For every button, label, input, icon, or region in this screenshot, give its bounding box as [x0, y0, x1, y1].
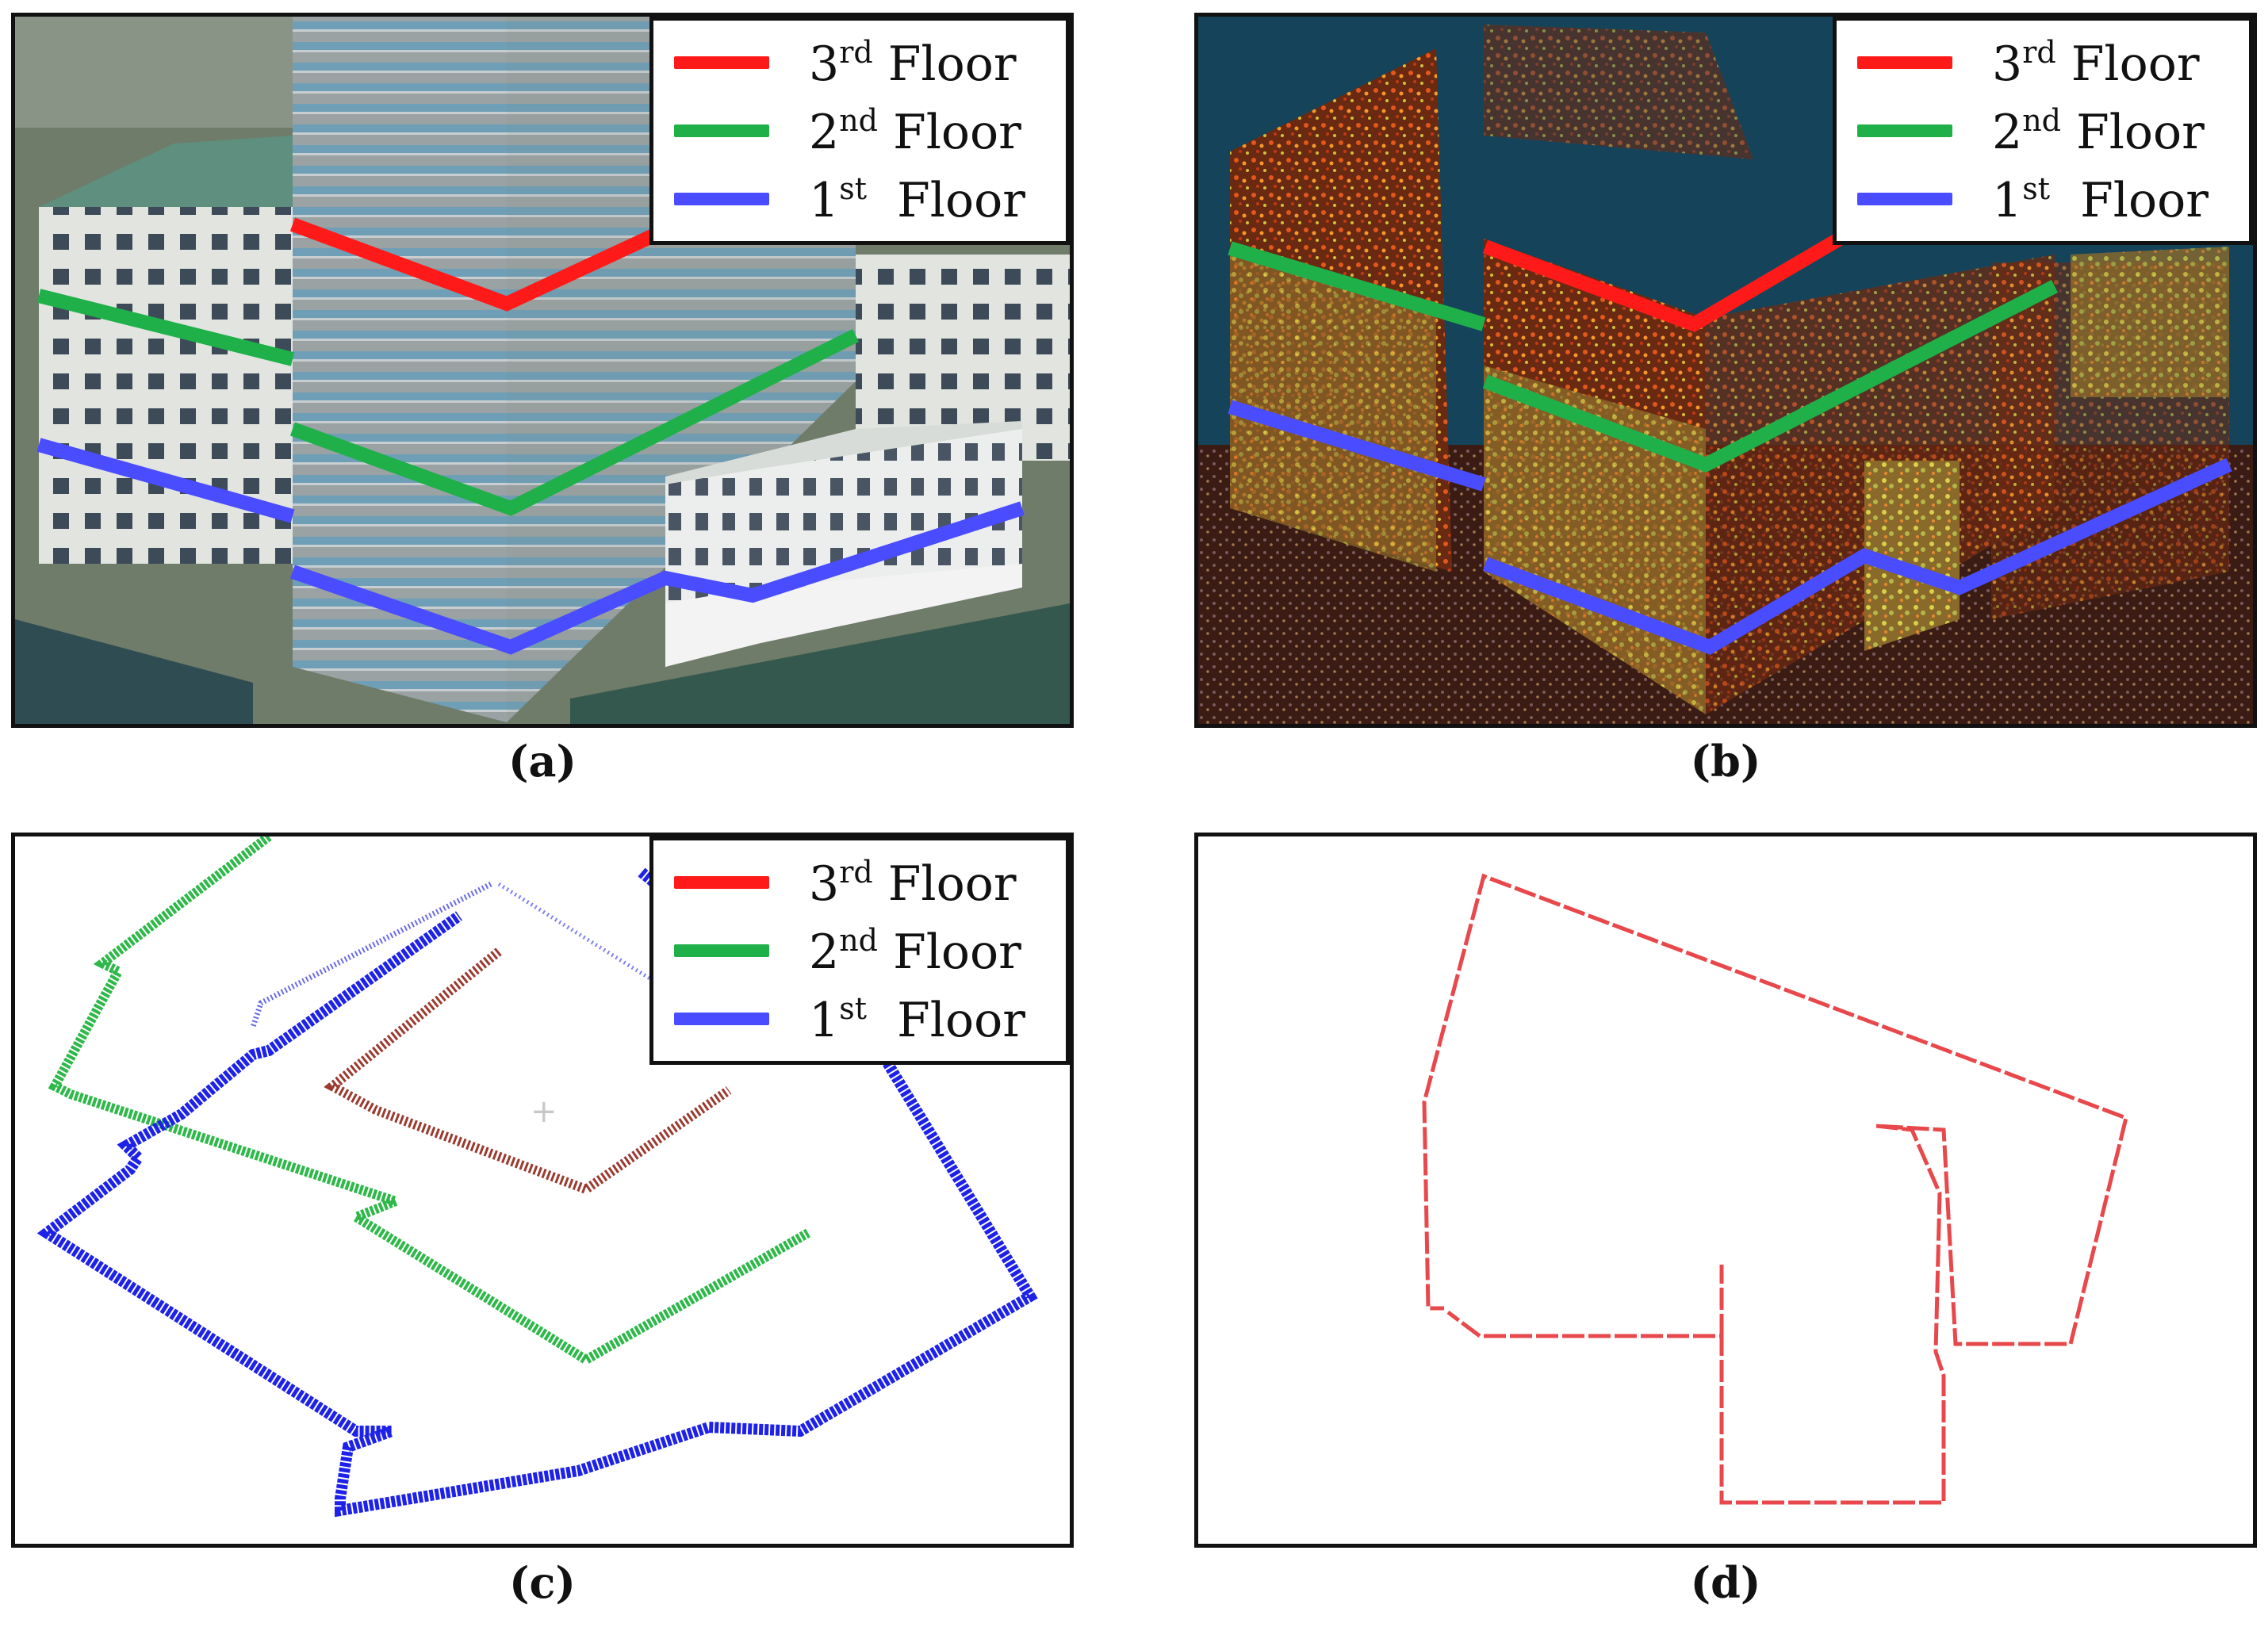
legend-item-floor3: 3rd Floor — [674, 848, 1047, 917]
caption-b: (b) — [1690, 736, 1761, 787]
panel-c: + 3rd Floor 2nd Floor 1st Floor — [11, 833, 1074, 1548]
floor2-swatch — [674, 124, 769, 137]
legend-a: 3rd Floor 2nd Floor 1st Floor — [649, 17, 1070, 245]
floor2-swatch — [674, 944, 769, 957]
floor2-label: 2nd Floor — [1992, 103, 2205, 160]
caption-c: (c) — [509, 1557, 576, 1608]
floor3-line-b — [1482, 209, 1884, 332]
floor2-line-a — [289, 328, 860, 516]
floor3-label: 3rd Floor — [809, 855, 1017, 912]
floor1-outline-c — [36, 867, 1038, 1518]
floor2-swatch — [1857, 124, 1952, 137]
floor3-outline-c — [324, 947, 732, 1195]
panel-d-scene — [1422, 873, 2128, 1505]
legend-c: 3rd Floor 2nd Floor 1st Floor — [649, 836, 1070, 1065]
floor3-swatch — [674, 876, 769, 889]
floor1-outline-c-upper — [250, 881, 492, 1028]
panel-b: 3rd Floor 2nd Floor 1st Floor — [1194, 13, 2257, 728]
floor3-swatch — [1857, 56, 1952, 69]
floor1-line-a — [290, 501, 1025, 655]
floor2-line-a-left — [36, 289, 295, 366]
floor1-label: 1st Floor — [1992, 171, 2209, 228]
legend-item-floor1: 1st Floor — [1857, 165, 2230, 233]
tower-left-face — [293, 17, 507, 722]
legend-item-floor3: 3rd Floor — [1857, 29, 2230, 97]
floor1-swatch — [674, 1013, 769, 1025]
floor2-line-b — [1482, 279, 2059, 473]
footprint-inner-d — [1446, 1311, 1481, 1338]
floor2-outline-c — [48, 836, 810, 1365]
legend-item-floor1: 1st Floor — [674, 165, 1047, 233]
legend-item-floor3: 3rd Floor — [674, 29, 1047, 97]
panel-d — [1194, 833, 2257, 1548]
floor1-swatch — [1857, 193, 1952, 205]
caption-d: (d) — [1690, 1557, 1761, 1608]
floor2-label: 2nd Floor — [809, 923, 1021, 980]
panel-a: 3rd Floor 2nd Floor 1st Floor — [11, 13, 1074, 728]
floor3-line-a — [289, 212, 692, 312]
floor2-label: 2nd Floor — [809, 103, 1021, 160]
legend-item-floor2: 2nd Floor — [674, 917, 1047, 985]
floor3-label: 3rd Floor — [809, 35, 1017, 92]
floor2-line-b-left — [1228, 241, 1486, 331]
legend-item-floor2: 2nd Floor — [1857, 97, 2230, 165]
floor3-label: 3rd Floor — [1992, 35, 2200, 92]
floor1-line-a-left — [36, 438, 295, 523]
floor1-label: 1st Floor — [809, 171, 1025, 228]
crosshair-icon: + — [531, 1093, 557, 1130]
floor1-swatch — [674, 193, 769, 205]
floor1-line-b — [1482, 457, 2232, 655]
legend-item-floor1: 1st Floor — [674, 985, 1047, 1053]
legend-b: 3rd Floor 2nd Floor 1st Floor — [1833, 17, 2253, 245]
floor1-line-b-left — [1228, 400, 1486, 492]
floor3-swatch — [674, 56, 769, 69]
legend-item-floor2: 2nd Floor — [674, 97, 1047, 165]
caption-a: (a) — [508, 736, 577, 787]
floor1-label: 1st Floor — [809, 991, 1025, 1048]
footprint-outline-d — [1422, 873, 2128, 1505]
